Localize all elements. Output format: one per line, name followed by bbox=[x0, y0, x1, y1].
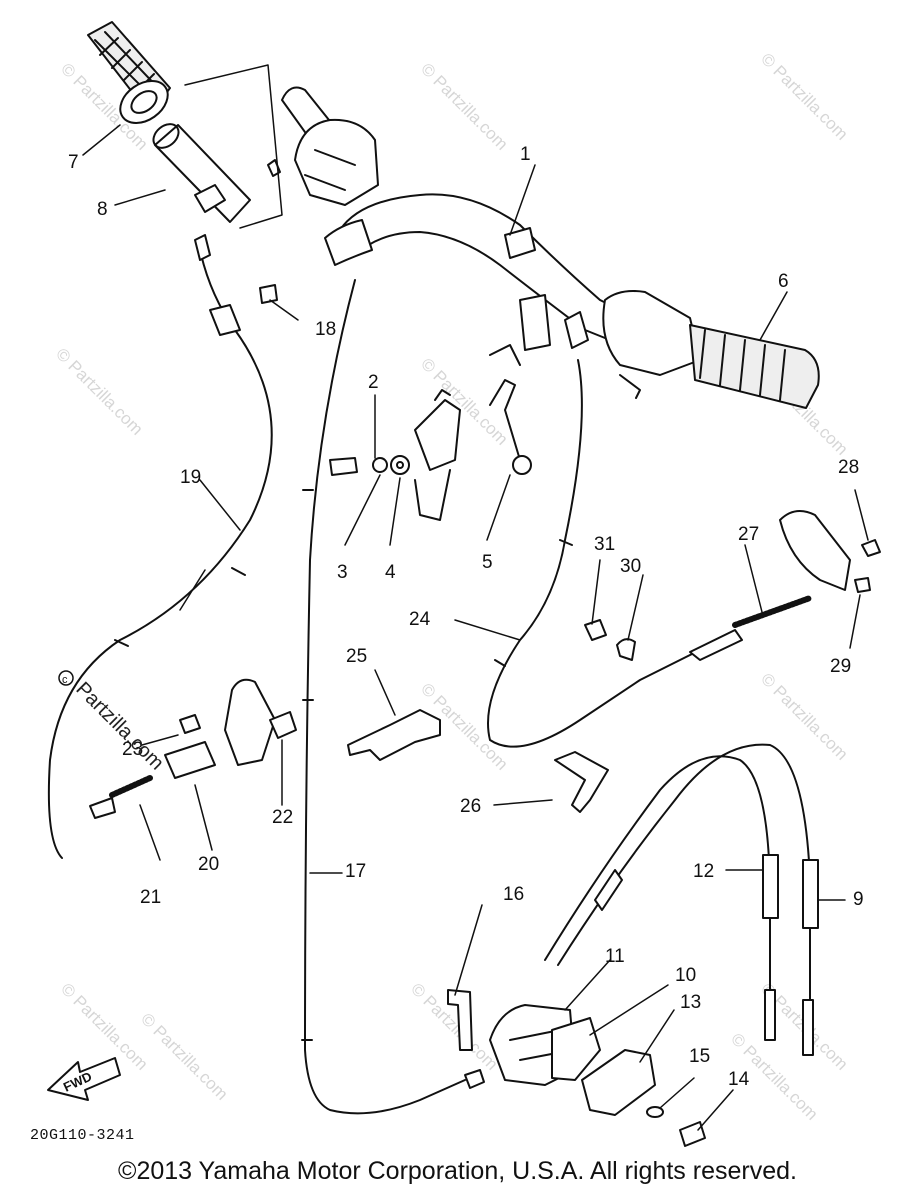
drawing bbox=[47, 21, 881, 1147]
callout-label: 17 bbox=[345, 861, 366, 882]
throttle-sleeve-part bbox=[152, 123, 251, 223]
callout-label: 23 bbox=[122, 739, 143, 760]
idle-assembly bbox=[89, 678, 297, 819]
callout-label: 9 bbox=[853, 889, 864, 910]
callout-label: 4 bbox=[385, 562, 396, 583]
fwd-arrow-shape bbox=[47, 1057, 121, 1101]
callout-label: 30 bbox=[620, 556, 641, 577]
callout-label: 16 bbox=[503, 884, 524, 905]
watermark: © Partzilla.com bbox=[757, 669, 851, 763]
callout-labels: 1 2 3 4 5 6 7 8 9 10 11 12 13 14 15 16 1… bbox=[68, 144, 864, 1090]
detail-frame bbox=[184, 64, 283, 229]
clamp-assembly bbox=[329, 379, 532, 521]
callout-label: 12 bbox=[693, 861, 714, 882]
svg-text:Partzilla.com: Partzilla.com bbox=[71, 678, 168, 775]
cable-12 bbox=[544, 755, 771, 991]
callout-label: 10 bbox=[675, 965, 696, 986]
callout-label: 7 bbox=[68, 152, 79, 173]
bracket-16 bbox=[447, 989, 473, 1051]
callout-label: 5 bbox=[482, 552, 493, 573]
watermark: © Partzilla.com bbox=[57, 979, 151, 1073]
right-grip-part bbox=[602, 290, 820, 409]
cable-17 bbox=[304, 279, 466, 1115]
watermark: © Partzilla.com bbox=[757, 49, 851, 143]
callout-label: 13 bbox=[680, 992, 701, 1013]
screw-part bbox=[679, 1121, 706, 1147]
callout-label: 11 bbox=[605, 946, 625, 967]
callout-label: 24 bbox=[409, 609, 431, 630]
lever-10 bbox=[551, 1017, 601, 1081]
callout-label: 18 bbox=[315, 319, 336, 340]
bracket-25 bbox=[347, 709, 441, 761]
callout-label: 15 bbox=[689, 1046, 710, 1067]
callout-label: 21 bbox=[140, 887, 161, 908]
watermark: © Partzilla.com bbox=[417, 59, 511, 153]
cover-part bbox=[581, 1049, 656, 1116]
spring-part bbox=[689, 595, 813, 661]
lever-part bbox=[779, 510, 881, 593]
bolt-part bbox=[259, 284, 278, 304]
callout-label: 31 bbox=[594, 534, 615, 555]
callout-label: 3 bbox=[337, 562, 348, 583]
callout-label: 19 bbox=[180, 467, 201, 488]
callout-label: 25 bbox=[346, 646, 367, 667]
handlebar-part bbox=[324, 193, 621, 366]
left-grip-part bbox=[87, 21, 171, 124]
throttle-cable-19 bbox=[47, 249, 273, 859]
drawing-code: 20G110-3241 bbox=[30, 1127, 135, 1144]
svg-text:c: c bbox=[62, 674, 68, 686]
copyright-footer: ©2013 Yamaha Motor Corporation, U.S.A. A… bbox=[118, 1157, 797, 1185]
watermark: © Partzilla.com bbox=[137, 1009, 231, 1103]
watermark: © Partzilla.com bbox=[52, 344, 146, 438]
callout-label: 27 bbox=[738, 524, 759, 545]
callout-label: 26 bbox=[460, 796, 481, 817]
callout-label: 20 bbox=[198, 854, 219, 875]
callout-label: 28 bbox=[838, 457, 859, 478]
left-switch-housing bbox=[267, 118, 379, 206]
callout-label: 1 bbox=[520, 144, 531, 165]
callout-label: 14 bbox=[728, 1069, 750, 1090]
callout-label: 29 bbox=[830, 656, 851, 677]
callout-label: 8 bbox=[97, 199, 108, 220]
callout-label: 6 bbox=[778, 271, 789, 292]
bracket-26 bbox=[554, 751, 609, 813]
callout-label: 22 bbox=[272, 807, 293, 828]
callout-label: 2 bbox=[368, 372, 379, 393]
